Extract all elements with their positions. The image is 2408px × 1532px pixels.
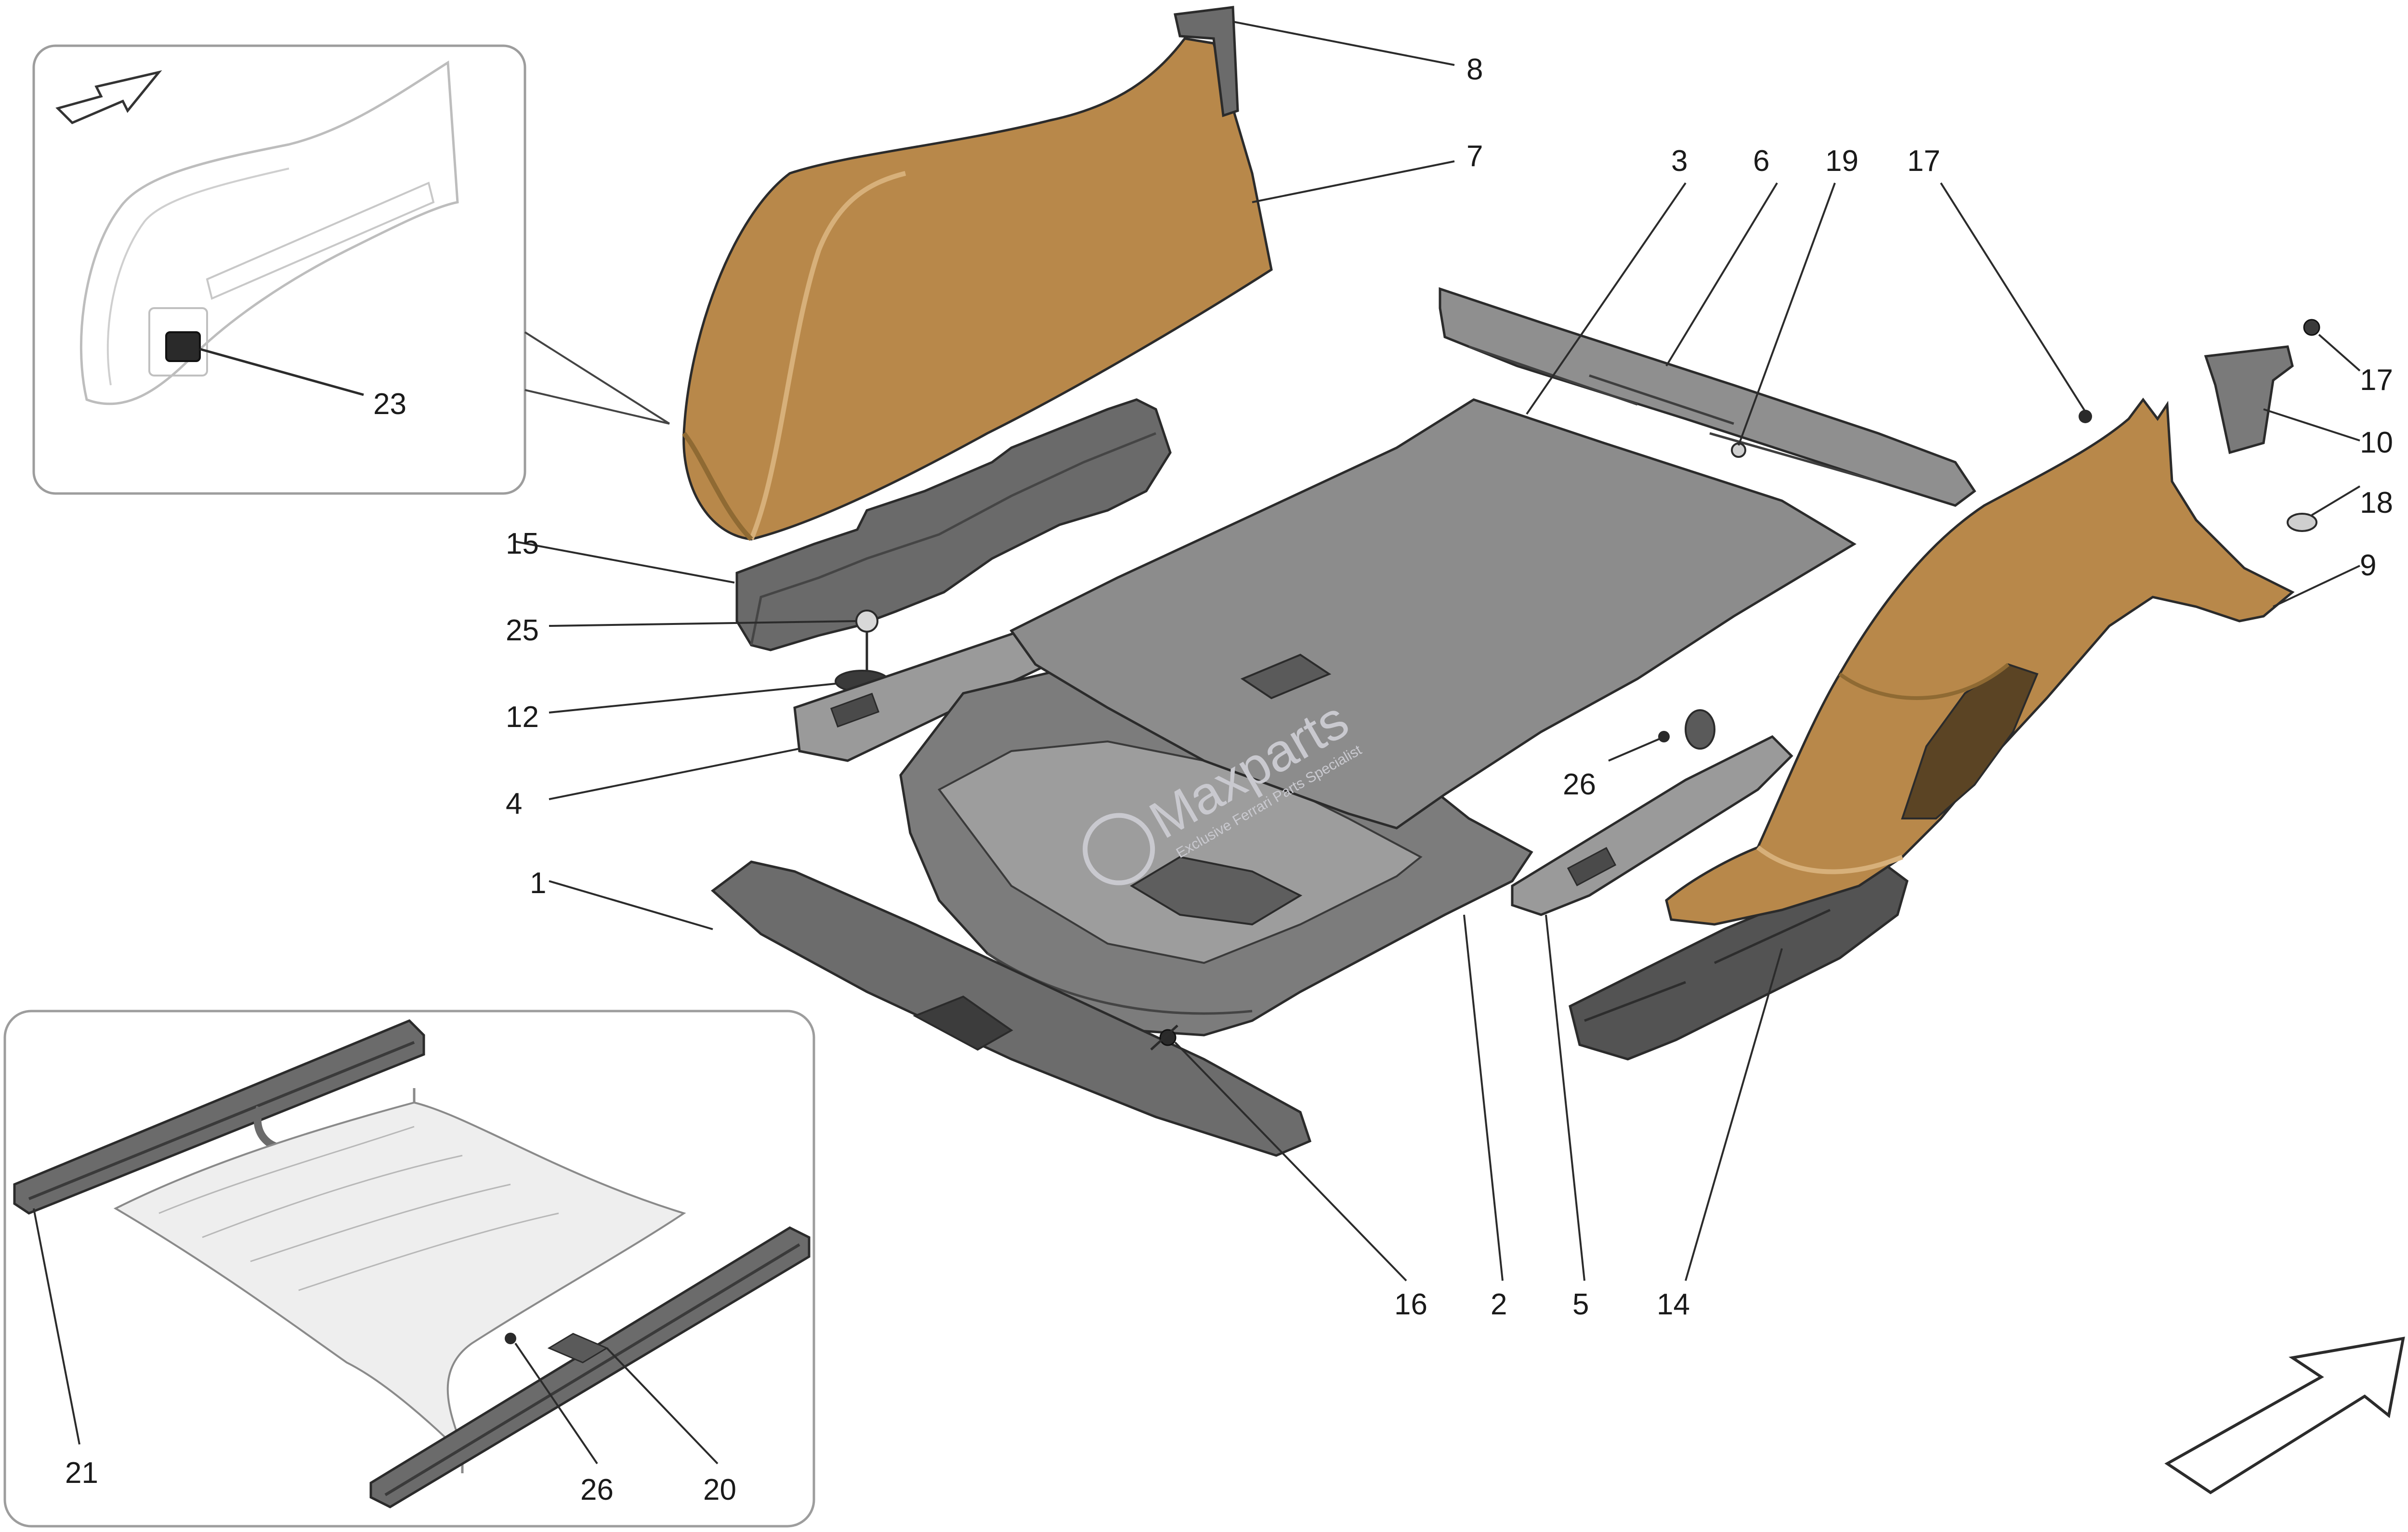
- part-26-clip: [1685, 709, 1715, 750]
- callout-14: 14: [1657, 1288, 1690, 1321]
- callout-8: 8: [1466, 53, 1483, 86]
- cargo-net: [113, 1101, 686, 1456]
- part-7-left-trim-panel: [682, 37, 1273, 541]
- callout-26-upper: 26: [1563, 768, 1596, 801]
- callout-6: 6: [1753, 144, 1769, 178]
- callout-10: 10: [2360, 426, 2393, 459]
- callout-1: 1: [530, 867, 546, 900]
- callout-2: 2: [1491, 1288, 1507, 1321]
- part-6-rear-rail: [1439, 287, 1976, 507]
- part-3-floor-board: [1009, 398, 1857, 830]
- part-23-switch: [165, 331, 201, 362]
- callout-9: 9: [2360, 549, 2376, 582]
- watermark-logo-icon: [1083, 813, 1155, 885]
- callout-12: 12: [506, 701, 539, 734]
- callout-20: 20: [703, 1473, 736, 1506]
- callout-15: 15: [506, 527, 539, 560]
- part-16-screw: [1159, 1029, 1177, 1046]
- callout-4: 4: [506, 787, 522, 820]
- callout-18: 18: [2360, 486, 2393, 519]
- part-17-clip: [2079, 410, 2092, 423]
- part-8-bracket: [1173, 6, 1239, 117]
- part-9-speaker-grille: [1901, 663, 2039, 819]
- part-15-foam-block: [735, 398, 1172, 651]
- part-1-front-sill-trim: [711, 860, 1312, 1157]
- part-17-screw: [2303, 319, 2320, 336]
- part-9-right-trim-panel: [1665, 397, 2295, 926]
- callout-3: 3: [1671, 144, 1688, 178]
- direction-arrow-large-icon: [2164, 1337, 2405, 1494]
- part-18-plug: [2287, 513, 2317, 532]
- part-14-right-foam-block: [1569, 865, 1909, 1061]
- callout-23: 23: [373, 388, 406, 421]
- part-10-bracket: [2204, 345, 2294, 454]
- part-21-rail: [13, 1019, 425, 1215]
- part-19-clip: [1731, 442, 1746, 458]
- callout-16: 16: [1394, 1288, 1427, 1321]
- callout-17-upper: 17: [1907, 144, 1940, 178]
- part-25-screw: [855, 610, 878, 633]
- callout-25: 25: [506, 614, 539, 647]
- callout-26-lower: 26: [580, 1473, 614, 1506]
- callout-5: 5: [1572, 1288, 1589, 1321]
- callout-21: 21: [65, 1456, 98, 1490]
- callout-19: 19: [1825, 144, 1858, 178]
- callout-17-lower: 17: [2360, 364, 2393, 397]
- part-26-screw: [505, 1333, 516, 1344]
- direction-arrow-icon: [55, 70, 162, 124]
- inset-23: 23: [32, 44, 670, 495]
- inset-net: 26 20 21: [3, 1010, 815, 1528]
- callout-7: 7: [1466, 140, 1483, 173]
